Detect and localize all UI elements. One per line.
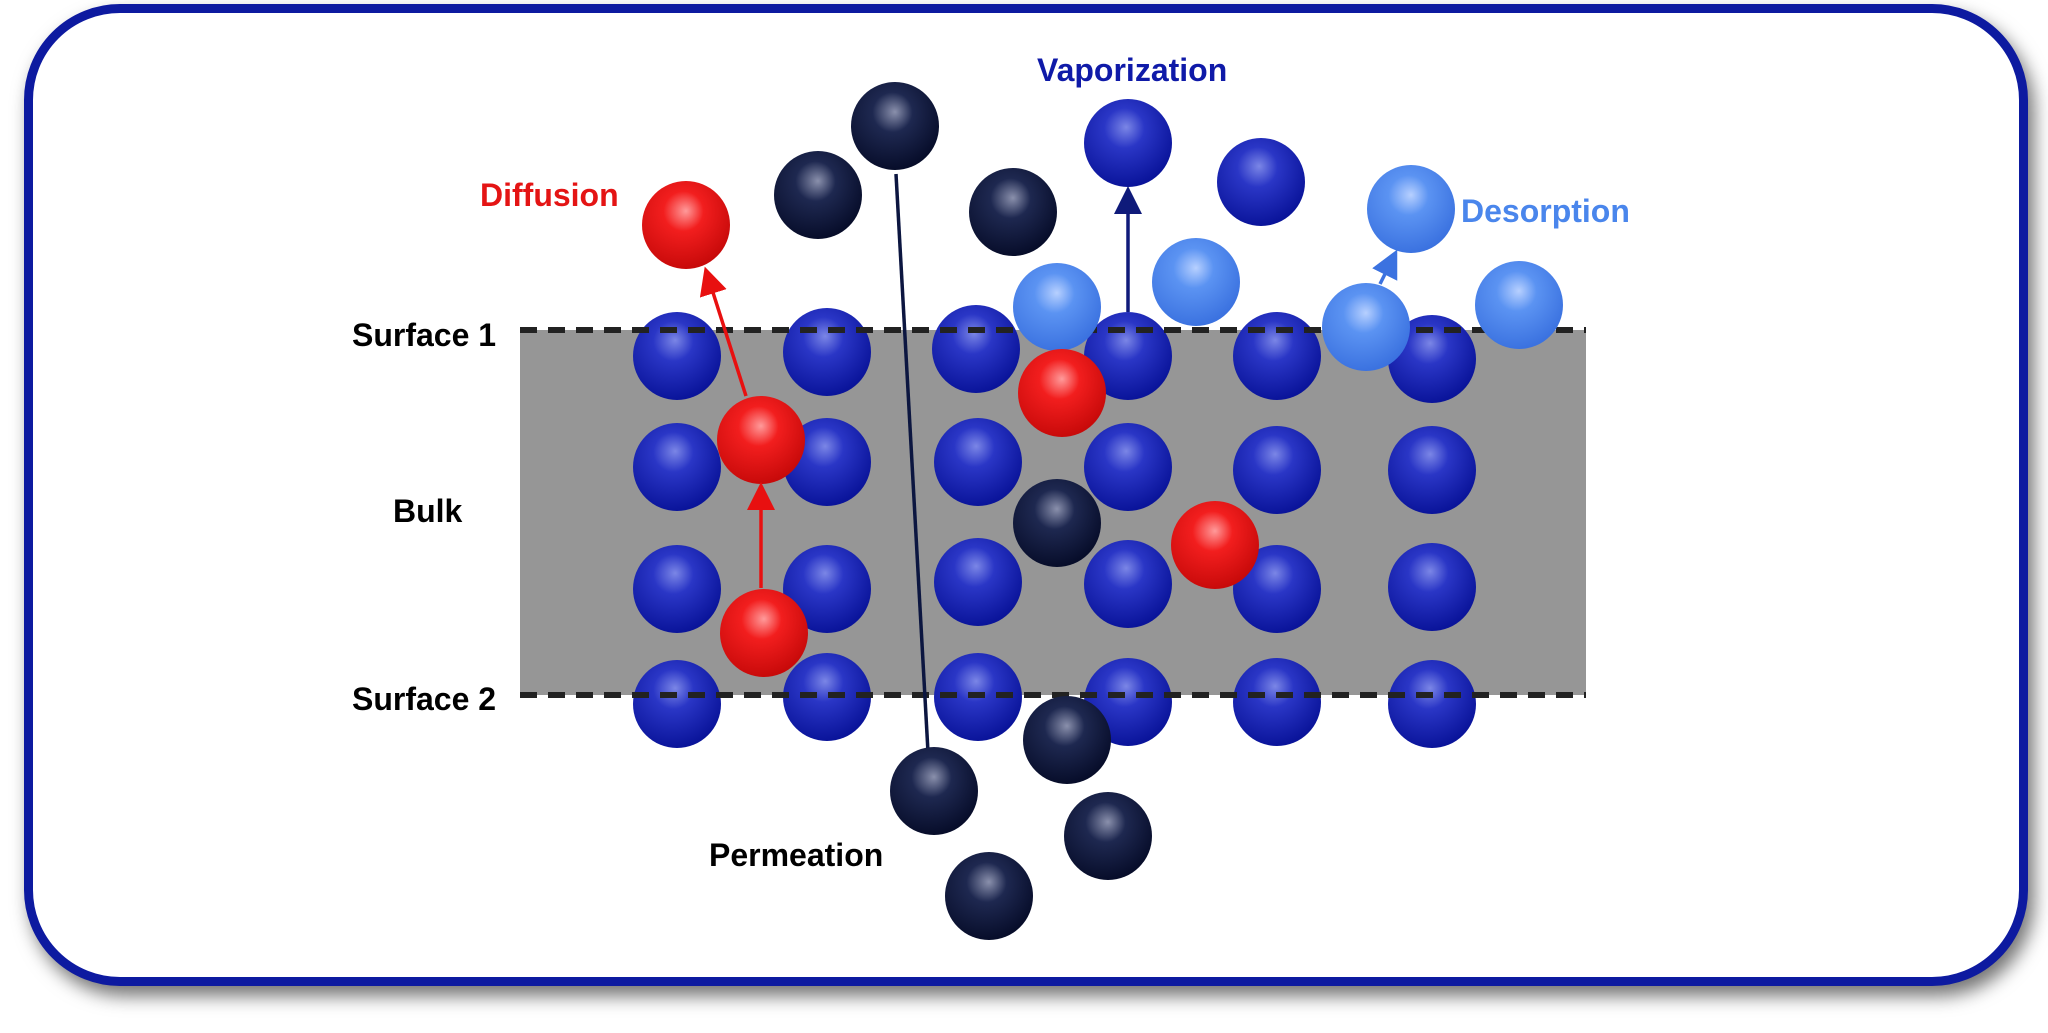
permeating-atom xyxy=(1013,479,1101,567)
desorbing-atom xyxy=(1367,165,1455,253)
diffusion-label: Diffusion xyxy=(480,177,619,213)
lattice-atom xyxy=(1388,660,1476,748)
lattice-atom xyxy=(1233,545,1321,633)
vaporized-atom xyxy=(1084,99,1172,187)
surface-1-label: Surface 1 xyxy=(352,317,496,353)
desorption-arrow xyxy=(1372,249,1398,285)
lattice-atom xyxy=(1233,658,1321,746)
surface-2-label: Surface 2 xyxy=(352,681,496,717)
diffusion-arrow-upper xyxy=(699,266,748,397)
desorbing-atom xyxy=(1475,261,1563,349)
bulk-label: Bulk xyxy=(393,493,463,529)
diffusing-atom xyxy=(720,589,808,677)
permeating-atoms xyxy=(774,82,1152,940)
desorbing-atoms xyxy=(1013,165,1563,371)
lattice-atom xyxy=(783,545,871,633)
vaporization-label: Vaporization xyxy=(1037,52,1227,88)
lattice-atom xyxy=(783,308,871,396)
lattice-atom xyxy=(934,418,1022,506)
permeating-atom xyxy=(1064,792,1152,880)
permeation-label: Permeation xyxy=(709,837,883,873)
lattice-atom xyxy=(1388,543,1476,631)
lattice-atom xyxy=(633,312,721,400)
lattice-atom xyxy=(1084,540,1172,628)
lattice-atom xyxy=(633,423,721,511)
lattice-atom xyxy=(1084,423,1172,511)
permeating-atom xyxy=(774,151,862,239)
permeating-atom xyxy=(1023,696,1111,784)
lattice-atom xyxy=(633,660,721,748)
lattice-atom xyxy=(932,305,1020,393)
lattice-atom xyxy=(633,545,721,633)
diffusing-atom xyxy=(642,181,730,269)
desorbing-atom xyxy=(1013,263,1101,351)
permeating-atom xyxy=(945,852,1033,940)
lattice-atom xyxy=(1084,312,1172,400)
permeating-atom xyxy=(851,82,939,170)
lattice-atom xyxy=(1388,426,1476,514)
diffusing-atom xyxy=(1018,349,1106,437)
vaporized-atom xyxy=(1217,138,1305,226)
desorption-label: Desorption xyxy=(1461,193,1630,229)
lattice-atom xyxy=(1388,315,1476,403)
desorbing-atom xyxy=(1322,283,1410,371)
permeation-path xyxy=(894,173,930,753)
lattice-atom xyxy=(783,653,871,741)
lattice-atom xyxy=(1233,426,1321,514)
lattice-atom xyxy=(1233,312,1321,400)
diffusing-atoms xyxy=(642,181,1259,677)
diffusing-atom xyxy=(1171,501,1259,589)
desorbing-atom xyxy=(1152,238,1240,326)
permeating-atom xyxy=(890,747,978,835)
lattice-atom xyxy=(934,538,1022,626)
diffusing-atom xyxy=(717,396,805,484)
permeating-atom xyxy=(969,168,1057,256)
